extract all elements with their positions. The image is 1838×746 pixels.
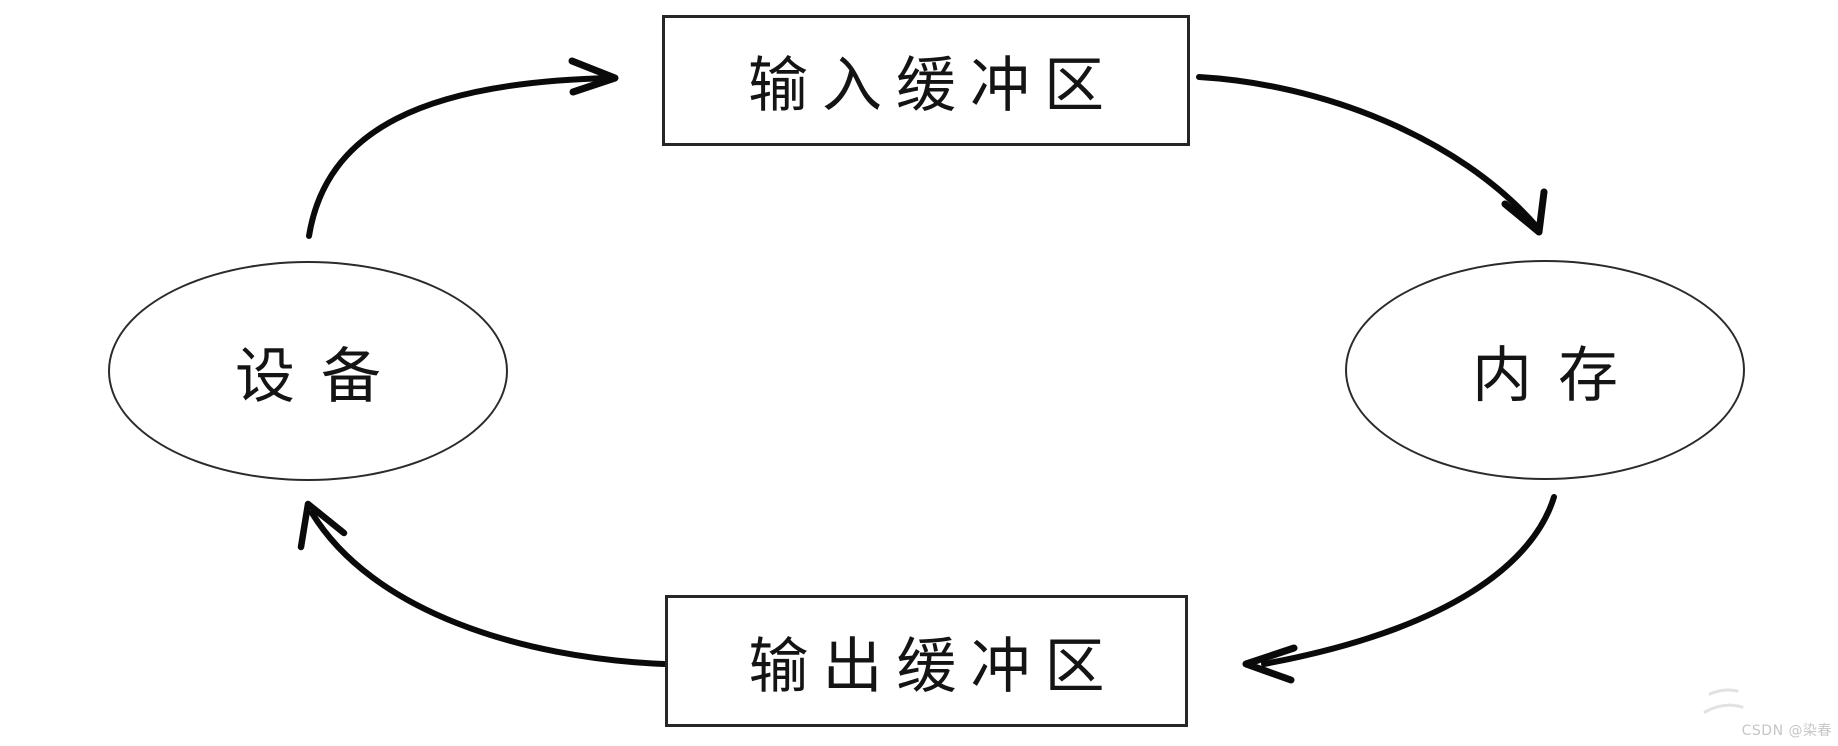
arrowhead-down-icon (1501, 188, 1548, 236)
arrow-input-buffer-to-memory (1196, 74, 1548, 236)
node-input-buffer-label: 输入缓冲区 (748, 51, 1118, 121)
node-device-label: 设备 (235, 341, 407, 412)
arrow-output-buffer-to-device (297, 500, 667, 667)
watermark: CSDN @染春 (1741, 723, 1832, 739)
arrowhead-left-icon (1242, 644, 1298, 684)
arrow-device-to-input-buffer (306, 57, 619, 239)
node-memory-label: 内存 (1472, 340, 1644, 411)
node-output-buffer: 输出缓冲区 (665, 595, 1188, 727)
arrow-memory-to-output-buffer (1242, 494, 1557, 684)
arrowhead-up-icon (297, 500, 348, 551)
arrowhead-right-icon (568, 57, 619, 96)
node-device: 设备 (108, 261, 508, 481)
smudge-marks (1703, 688, 1744, 714)
node-input-buffer: 输入缓冲区 (662, 15, 1190, 146)
node-output-buffer-label: 输出缓冲区 (748, 631, 1119, 702)
node-memory: 内存 (1345, 260, 1745, 480)
